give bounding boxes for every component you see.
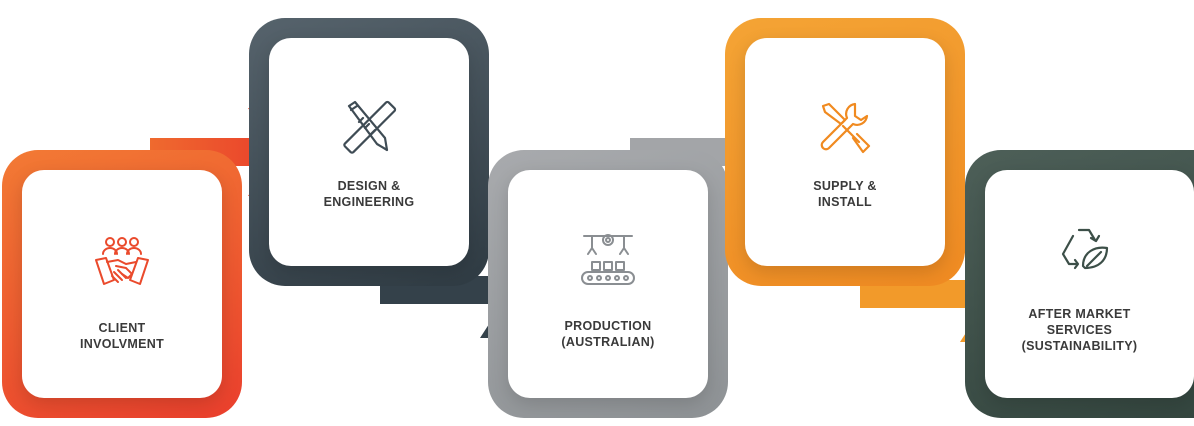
production-line-icon <box>578 230 638 290</box>
handshake-team-icon <box>92 234 152 294</box>
step-after-market-services: AFTER MARKET SERVICES (SUSTAINABILITY) <box>965 150 1194 418</box>
step-supply-install: SUPPLY & INSTALL <box>725 18 965 286</box>
step-label: DESIGN & ENGINEERING <box>323 179 415 209</box>
step-design-engineering: DESIGN & ENGINEERING <box>249 18 489 286</box>
design-tools-icon <box>339 98 399 158</box>
step-label: CLIENT INVOLVMENT <box>79 321 165 351</box>
step-client-involvement: CLIENT INVOLVMENT <box>2 150 242 418</box>
step-production: PRODUCTION (AUSTRALIAN) <box>488 150 728 418</box>
step-label: PRODUCTION (AUSTRALIAN) <box>561 319 655 349</box>
recycle-leaf-icon <box>1055 222 1115 282</box>
step-label: AFTER MARKET SERVICES (SUSTAINABILITY) <box>1021 307 1138 353</box>
wrench-screwdriver-icon <box>815 98 875 158</box>
step-label: SUPPLY & INSTALL <box>813 179 877 209</box>
